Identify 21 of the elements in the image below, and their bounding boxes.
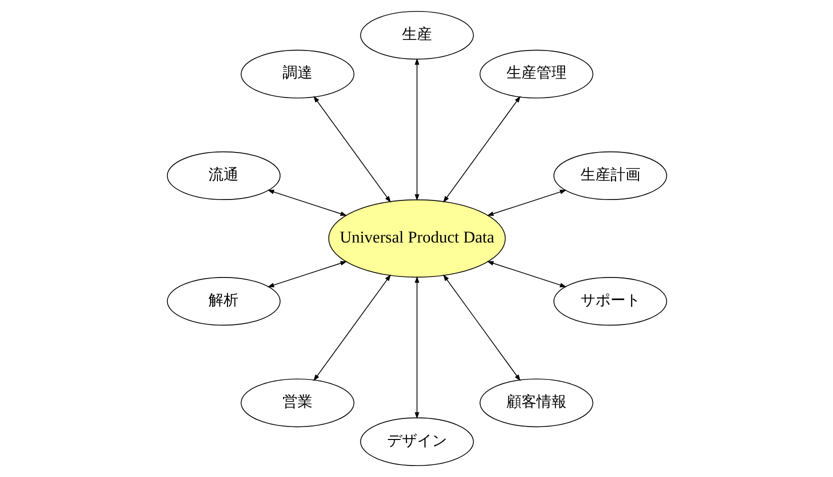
arrow <box>312 274 390 382</box>
node-ellipse: 調達 <box>240 50 354 98</box>
arrow <box>442 96 520 203</box>
node-ellipse: デザイン <box>360 417 474 466</box>
node-ellipse: サポート <box>552 277 667 326</box>
arrow <box>486 190 566 216</box>
arrow <box>312 96 390 203</box>
node-ellipse: 流通 <box>166 151 280 200</box>
arrow <box>266 261 347 288</box>
arrow <box>442 274 520 382</box>
arrow <box>414 276 419 419</box>
node-ellipse: 顧客情報 <box>479 378 593 428</box>
node-ellipse: 営業 <box>240 378 354 428</box>
node-ellipse: 生産計画 <box>552 151 667 200</box>
node-ellipse: Universal Product Data <box>328 199 506 278</box>
arrow <box>266 190 347 216</box>
node-ellipse: 生産 <box>360 10 474 60</box>
node-ellipse: 解析 <box>166 277 280 326</box>
node-ellipse: 生産管理 <box>479 50 593 98</box>
arrow <box>486 261 566 288</box>
arrow <box>414 58 419 201</box>
